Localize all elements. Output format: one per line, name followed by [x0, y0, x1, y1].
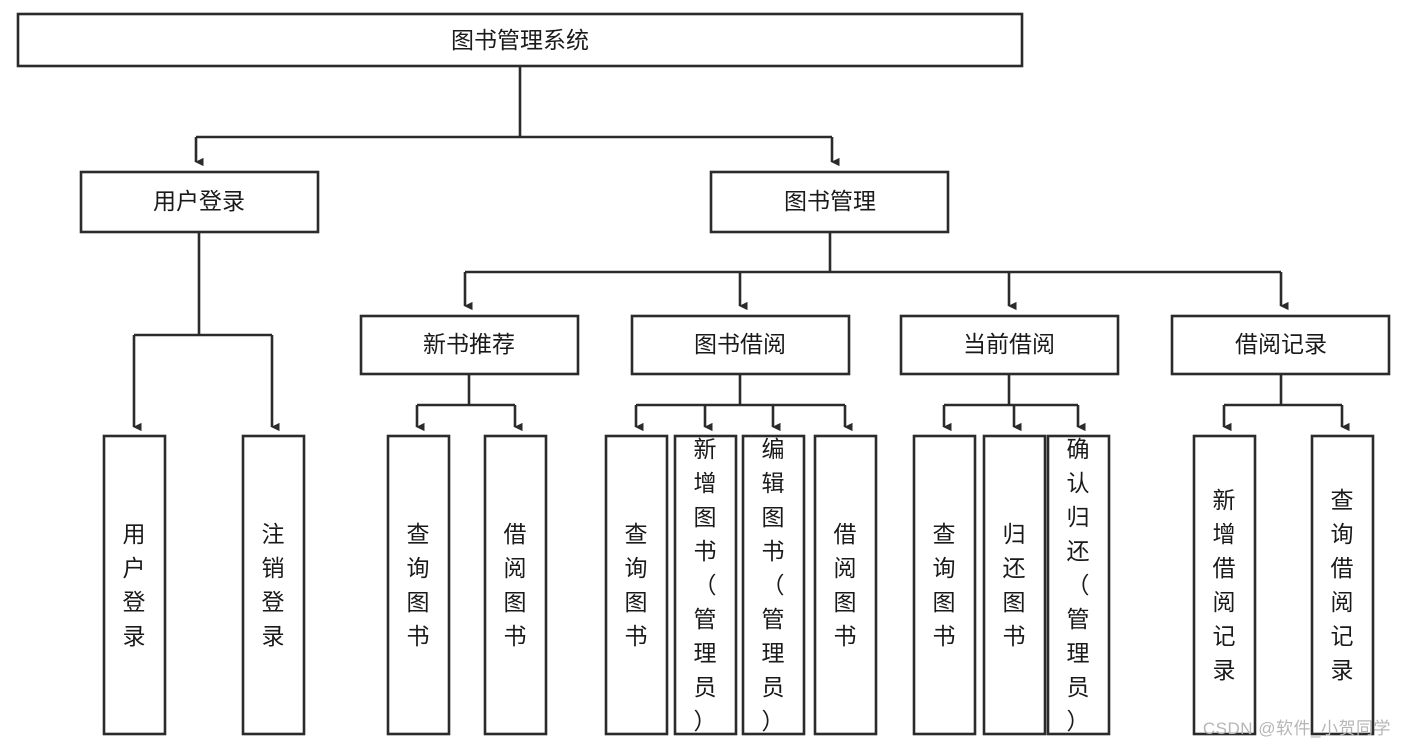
leaf-book-borrow-3-label: 编辑图书（管理员）	[762, 436, 785, 734]
leaf-book-borrow-2-label: 新增图书（管理员）	[694, 436, 717, 734]
leaf-book-borrow-2[interactable]: 新增图书（管理员）	[673, 434, 738, 736]
leaf-book-borrow-1-label: 查询图书	[625, 521, 648, 649]
leaf-current-borrow-1[interactable]: 查询图书	[912, 434, 977, 736]
node-book-manage-label: 图书管理	[784, 188, 876, 214]
leaf-new-book-1-label: 查询图书	[407, 521, 430, 649]
leaf-book-borrow-4-label: 借阅图书	[834, 521, 857, 649]
node-borrow-record-label: 借阅记录	[1235, 331, 1327, 357]
leaf-borrow-record-1-label: 新增借阅记录	[1213, 487, 1236, 683]
leaf-current-borrow-1-label: 查询图书	[933, 521, 956, 649]
leaf-new-book-1[interactable]: 查询图书	[386, 434, 451, 736]
node-user-login[interactable]: 用户登录	[79, 170, 320, 234]
leaf-borrow-record-2-label: 查询借阅记录	[1331, 487, 1354, 683]
node-user-login-label: 用户登录	[153, 188, 245, 214]
node-book-manage[interactable]: 图书管理	[709, 170, 950, 234]
node-new-book-recommend-label: 新书推荐	[423, 331, 515, 357]
leaf-borrow-record-1[interactable]: 新增借阅记录	[1192, 434, 1257, 736]
leaf-current-borrow-2[interactable]: 归还图书	[982, 434, 1047, 736]
leaf-new-book-2[interactable]: 借阅图书	[483, 434, 548, 736]
leaf-borrow-record-2[interactable]: 查询借阅记录	[1310, 434, 1375, 736]
node-borrow-record[interactable]: 借阅记录	[1170, 314, 1391, 376]
node-book-borrow-label: 图书借阅	[694, 331, 786, 357]
leaf-user-login-2-label: 注销登录	[262, 521, 285, 649]
leaf-user-login-1[interactable]: 用户登录	[102, 434, 167, 736]
node-new-book-recommend[interactable]: 新书推荐	[359, 314, 580, 376]
leaf-book-borrow-4[interactable]: 借阅图书	[813, 434, 878, 736]
leaf-user-login-1-label: 用户登录	[123, 521, 146, 649]
leaf-user-login-2[interactable]: 注销登录	[241, 434, 306, 736]
node-book-borrow[interactable]: 图书借阅	[630, 314, 851, 376]
node-root-system[interactable]: 图书管理系统	[16, 12, 1024, 68]
leaf-book-borrow-3[interactable]: 编辑图书（管理员）	[741, 434, 806, 736]
leaf-book-borrow-1[interactable]: 查询图书	[604, 434, 669, 736]
leaf-current-borrow-3-label: 确认归还（管理员）	[1067, 436, 1090, 734]
node-current-borrow-label: 当前借阅	[963, 331, 1055, 357]
node-root-system-label: 图书管理系统	[451, 27, 589, 53]
connector-layer	[132, 67, 1350, 432]
leaf-current-borrow-3[interactable]: 确认归还（管理员）	[1046, 434, 1111, 736]
leaf-new-book-2-label: 借阅图书	[504, 521, 527, 649]
leaf-current-borrow-2-label: 归还图书	[1003, 521, 1026, 649]
node-current-borrow[interactable]: 当前借阅	[899, 314, 1120, 376]
